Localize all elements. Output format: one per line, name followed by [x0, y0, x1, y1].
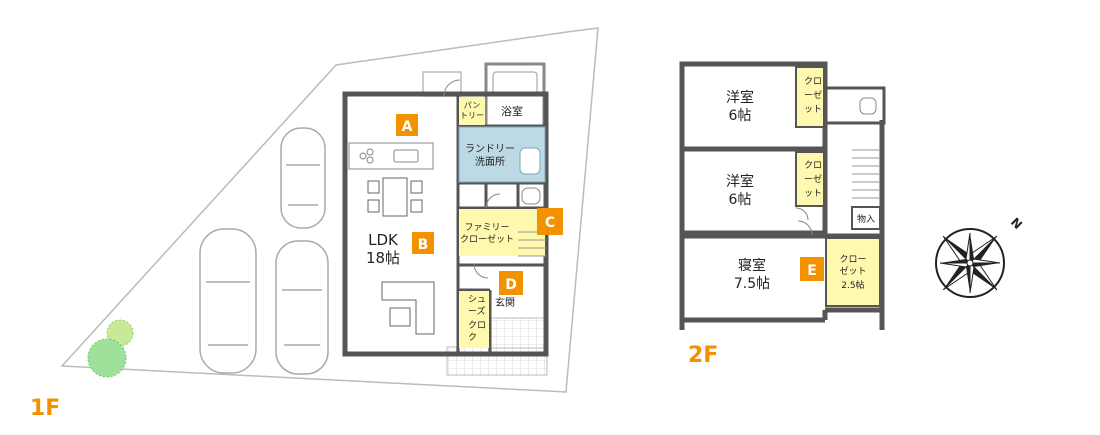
- closet-room2-label-col1: クロ: [804, 160, 822, 171]
- ldk-size-label: 18帖: [366, 249, 400, 267]
- walk-in-closet: [825, 237, 881, 307]
- wic-label-line2: ゼット: [839, 265, 866, 277]
- bathtub-icon: [492, 71, 538, 95]
- compass-north-label: N: [1008, 215, 1025, 232]
- laundry-label-line2: 洗面所: [475, 156, 505, 168]
- storage: [851, 206, 881, 230]
- shoes-closet-label-col1: シュ: [468, 295, 486, 305]
- wic-label-line1: クロー: [839, 254, 866, 265]
- porch-tiles: [446, 346, 548, 376]
- car-icon: [280, 127, 326, 229]
- marker-c: [537, 208, 563, 235]
- closet-room1-label-col3: ット: [804, 105, 822, 115]
- room1-size-label: 6帖: [729, 108, 752, 124]
- dining-table-icon: [367, 177, 423, 217]
- first-floor-plan: 浴室 ランドリー 洗面所 パン トリー ファミリー クローゼット 玄関 シュ ー…: [30, 27, 599, 421]
- tree-icon: [87, 338, 127, 378]
- porch-tiles: [487, 317, 548, 349]
- marker-e: [800, 257, 824, 281]
- family-closet-label-line2: クローゼット: [460, 233, 514, 245]
- marker-b: [412, 232, 434, 254]
- car-icon: [275, 240, 329, 375]
- interior-walls-1f: [456, 96, 546, 352]
- closet-room2-label-col2: ーゼ: [804, 173, 822, 185]
- sofa-icon: [381, 281, 435, 335]
- pantry-label-line1: パン: [464, 101, 480, 110]
- floor-label-2f: 2F: [688, 343, 718, 368]
- shoes-closet-label-col2: ーズ: [468, 305, 486, 317]
- closet-room2: [795, 151, 825, 207]
- site-boundary: [60, 27, 599, 393]
- second-floor-plan: クロ ーゼ ット クロ ーゼ ット 物入 クロー ゼット 2.5帖 洋室 6帖 …: [679, 61, 886, 368]
- storage-label: 物入: [857, 213, 875, 225]
- closet-room1-label-col1: クロ: [804, 76, 822, 87]
- entrance-label: 玄関: [495, 296, 515, 309]
- closet-room1-label-col2: ーゼ: [804, 89, 822, 101]
- marker-d-label: D: [505, 277, 517, 293]
- marker-a-label: A: [402, 119, 413, 135]
- closet-room1: [795, 66, 825, 128]
- wic-label-line3: 2.5帖: [841, 279, 864, 291]
- marker-a: [396, 114, 418, 136]
- marker-d: [499, 271, 523, 295]
- bedroom-size-label: 7.5帖: [734, 276, 770, 292]
- pantry-label-line2: トリー: [460, 111, 484, 120]
- shoes-closet: [459, 291, 489, 348]
- marker-e-label: E: [807, 263, 817, 279]
- laundry-label-line1: ランドリー: [465, 143, 515, 155]
- marker-b-label: B: [418, 237, 429, 253]
- compass-rose-icon: [935, 228, 1005, 298]
- floor-label-1f: 1F: [30, 396, 60, 421]
- room2-label: 洋室: [726, 173, 754, 190]
- room1-label: 洋室: [726, 89, 754, 106]
- closet-room2-label-col3: ット: [804, 189, 822, 199]
- shoes-closet-label-col3: クロ: [468, 320, 486, 331]
- bedroom-label: 寝室: [738, 257, 766, 274]
- family-closet-label-line1: ファミリー: [464, 223, 509, 233]
- bathroom-label: 浴室: [501, 104, 523, 118]
- car-icon: [199, 228, 257, 374]
- ldk-label: LDK: [368, 231, 399, 249]
- room2-size-label: 6帖: [729, 192, 752, 208]
- marker-c-label: C: [545, 215, 555, 231]
- pantry: [459, 97, 485, 125]
- shoes-closet-label-col4: ク: [468, 332, 477, 343]
